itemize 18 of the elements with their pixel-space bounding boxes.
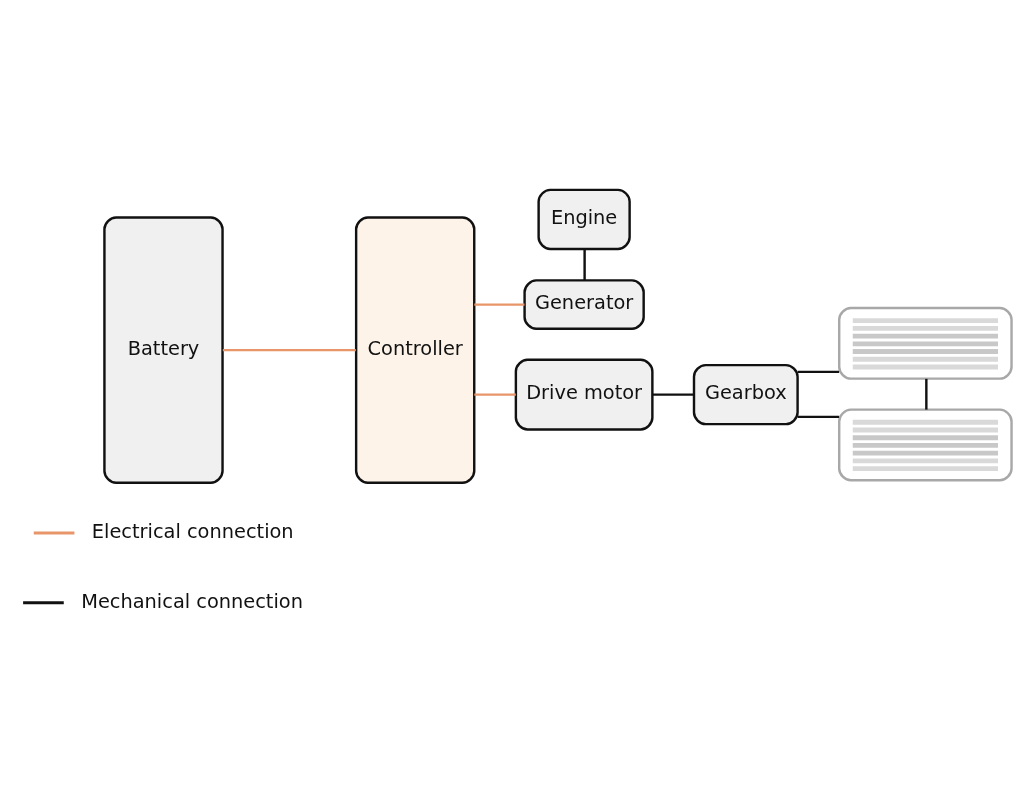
connector: [797, 370, 840, 374]
node-box: Drive motor: [514, 358, 654, 431]
connector: [474, 303, 525, 306]
node-box: Controller: [354, 216, 476, 484]
legend-label: Electrical connection: [91, 519, 294, 543]
node-box: Engine: [537, 188, 631, 251]
connector: [222, 348, 356, 352]
legend-label: Mechanical connection: [81, 589, 303, 613]
node-picture: [838, 408, 1013, 482]
connector: [474, 393, 516, 396]
connector: [925, 378, 928, 410]
connector: [797, 415, 840, 419]
node-picture: [838, 306, 1013, 380]
node-box: Gearbox: [692, 363, 799, 426]
connector: [652, 393, 694, 396]
connector: [583, 249, 586, 281]
node-box: Battery: [103, 216, 224, 484]
node-box: Generator: [523, 279, 645, 330]
